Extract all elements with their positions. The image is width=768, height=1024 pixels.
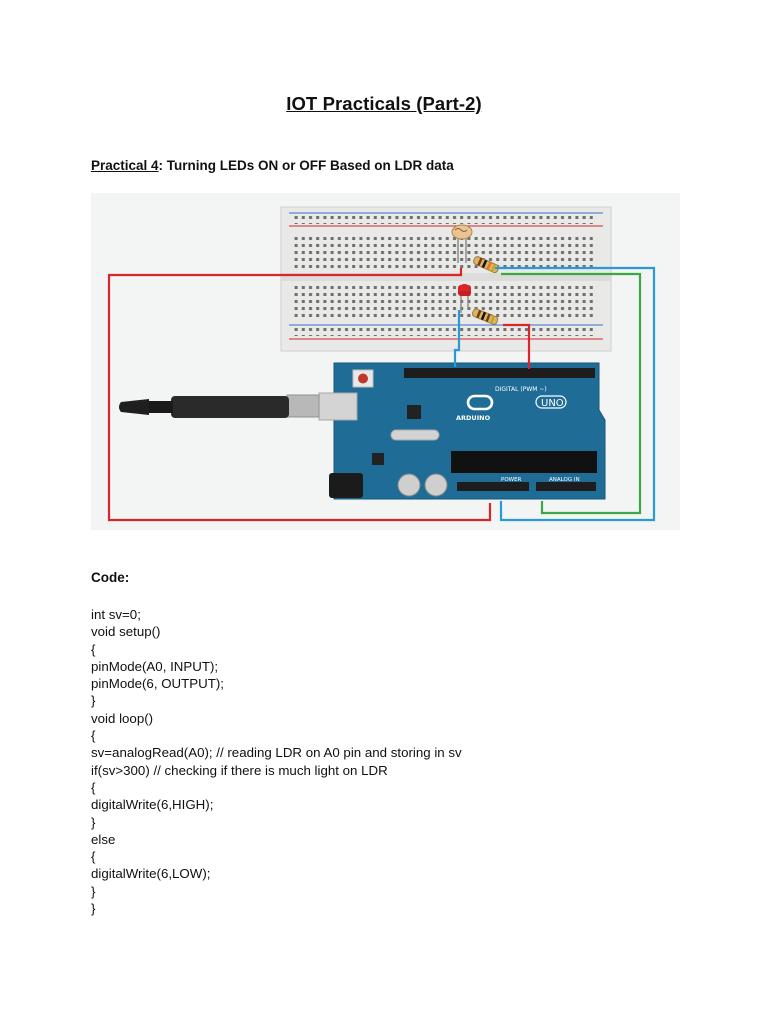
code-block: int sv=0;void setup(){pinMode(A0, INPUT)… bbox=[91, 606, 462, 917]
code-line: pinMode(A0, INPUT); bbox=[91, 658, 219, 674]
led bbox=[458, 284, 471, 313]
breadboard bbox=[280, 206, 612, 352]
code-line: if(sv>300) // checking if there is much … bbox=[91, 762, 388, 778]
model-label: UNO bbox=[541, 398, 564, 409]
brand-label: ARDUINO bbox=[456, 414, 491, 422]
document-title: IOT Practicals (Part-2) bbox=[286, 93, 482, 114]
code-heading: Code: bbox=[91, 570, 130, 585]
practical-title: : Turning LEDs ON or OFF Based on LDR da… bbox=[158, 158, 454, 173]
wire-red-right bbox=[503, 323, 531, 369]
circuit-diagram: DIGITAL (PWM ~) ARDUINO UNO POWER ANALOG… bbox=[91, 193, 680, 530]
usb-cable bbox=[119, 392, 358, 421]
code-line: } bbox=[91, 693, 96, 709]
wires bbox=[107, 266, 656, 522]
code-line: sv=analogRead(A0); // reading LDR on A0 … bbox=[91, 745, 462, 761]
code-line: } bbox=[91, 883, 96, 899]
code-line: { bbox=[91, 728, 96, 744]
wire-red-left bbox=[107, 268, 492, 522]
code-line: } bbox=[91, 814, 96, 830]
analog-label: ANALOG IN bbox=[549, 477, 580, 483]
ldr-sensor bbox=[451, 224, 473, 263]
code-line: { bbox=[91, 641, 96, 657]
code-line: { bbox=[91, 779, 96, 795]
code-line: pinMode(6, OUTPUT); bbox=[91, 676, 225, 692]
practical-heading: Practical 4: Turning LEDs ON or OFF Base… bbox=[91, 158, 454, 173]
code-line: else bbox=[91, 831, 116, 847]
wire-blue-long bbox=[495, 266, 656, 522]
practical-label: Practical 4 bbox=[91, 158, 159, 173]
code-line: } bbox=[91, 901, 96, 917]
power-jack bbox=[329, 473, 363, 498]
code-line: { bbox=[91, 849, 96, 865]
resistor-led bbox=[471, 308, 499, 325]
resistor-ldr bbox=[473, 256, 500, 274]
power-label: POWER bbox=[501, 477, 522, 483]
arduino-board: DIGITAL (PWM ~) ARDUINO UNO POWER ANALOG… bbox=[333, 362, 606, 500]
code-line: void loop() bbox=[91, 710, 154, 726]
code-line: int sv=0; bbox=[91, 607, 141, 622]
digital-label: DIGITAL (PWM ~) bbox=[495, 386, 547, 393]
code-line: digitalWrite(6,LOW); bbox=[91, 866, 211, 882]
wire-blue-short bbox=[453, 310, 461, 367]
wire-green bbox=[501, 272, 642, 515]
circuit-svg: DIGITAL (PWM ~) ARDUINO UNO POWER ANALOG… bbox=[107, 206, 656, 522]
code-line: void setup() bbox=[91, 624, 161, 640]
code-line: digitalWrite(6,HIGH); bbox=[91, 797, 214, 813]
